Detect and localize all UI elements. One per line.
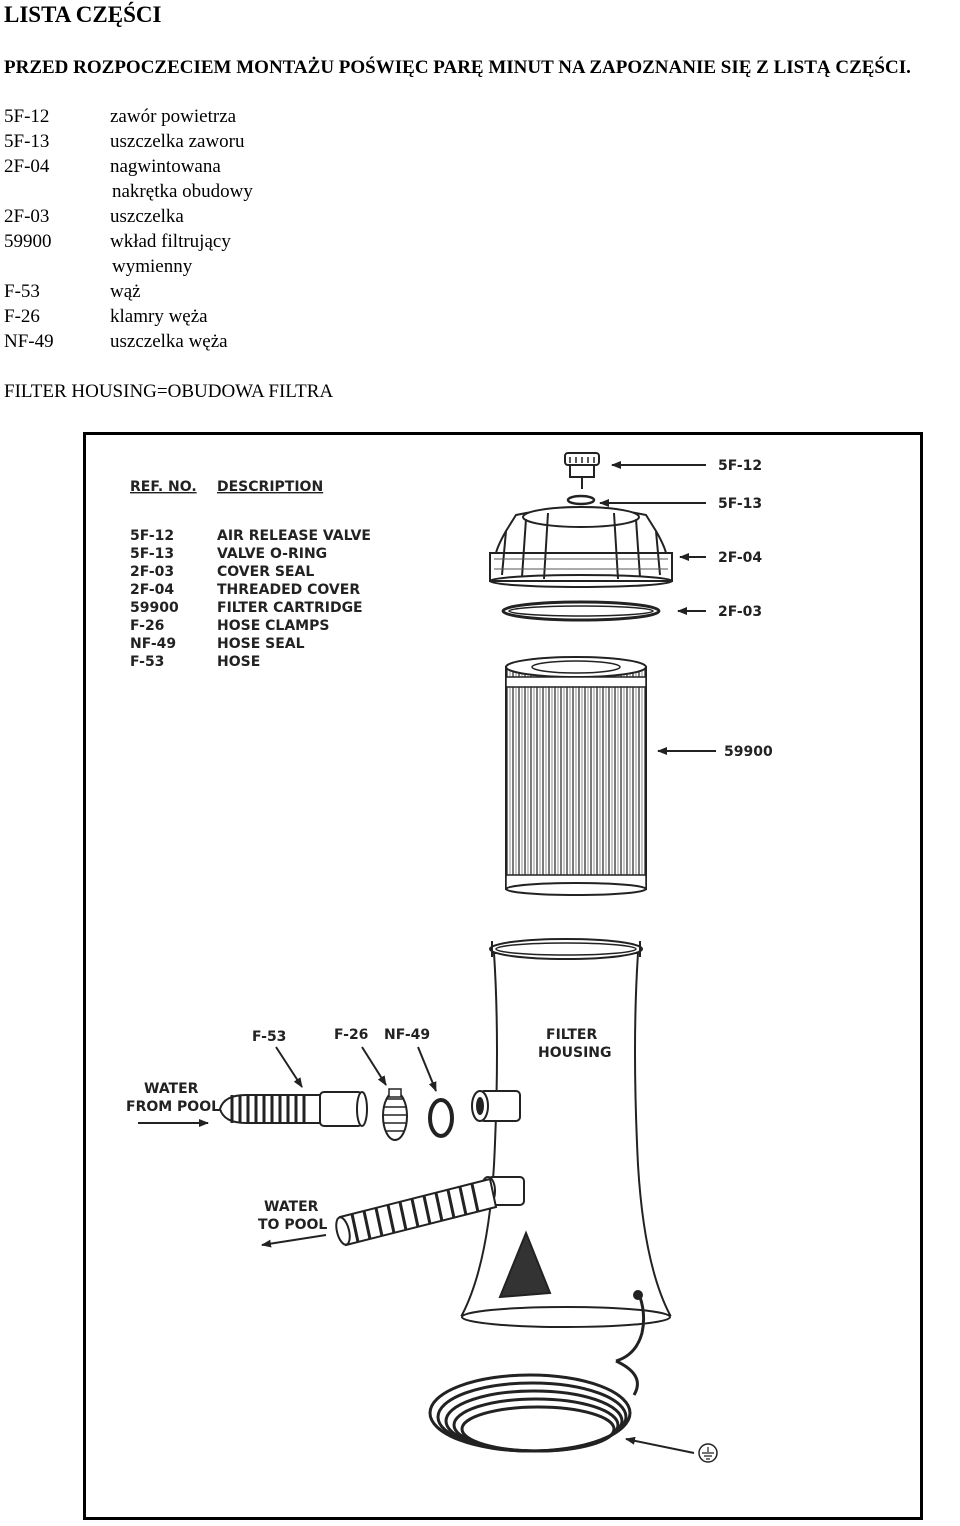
- callout-arrows: [138, 461, 716, 1454]
- table-ref: 5F-13: [130, 546, 174, 562]
- callout-label: 5F-12: [718, 458, 762, 474]
- diagram-svg: REF. NO. DESCRIPTION 5F-12 AIR RELEASE V…: [126, 452, 773, 1463]
- part-desc: uszczelka zaworu: [110, 131, 245, 152]
- water-from-label: FROM POOL: [126, 1099, 220, 1115]
- table-ref: 59900: [130, 600, 179, 616]
- filter-housing: [460, 938, 672, 1363]
- intro-text: PRZED ROZPOCZECIEM MONTAŻU POŚWIĘC PARĘ …: [4, 57, 911, 78]
- valve-oring: [566, 494, 596, 506]
- housing-note: FILTER HOUSING=OBUDOWA FILTRA: [4, 381, 334, 402]
- callout-label: 2F-03: [718, 604, 762, 620]
- power-cord-coil: [428, 1359, 639, 1453]
- filter-housing-label: FILTER: [546, 1027, 597, 1043]
- table-ref: 2F-03: [130, 564, 174, 580]
- ref-header: REF. NO.: [130, 479, 197, 495]
- part-code: F-53: [4, 281, 40, 302]
- callout-label: NF-49: [384, 1027, 430, 1043]
- part-desc: uszczelka: [110, 206, 184, 227]
- table-desc: FILTER CARTRIDGE: [217, 600, 363, 616]
- table-ref: 2F-04: [130, 582, 174, 598]
- hose-clamp: [382, 1088, 408, 1141]
- part-desc: wąż: [110, 281, 141, 302]
- part-desc: zawór powietrza: [110, 106, 237, 127]
- water-from-label: WATER: [144, 1081, 199, 1097]
- callout-label: F-26: [334, 1027, 368, 1043]
- reference-table: REF. NO. DESCRIPTION 5F-12 AIR RELEASE V…: [130, 479, 371, 670]
- table-desc: THREADED COVER: [217, 582, 360, 598]
- desc-header: DESCRIPTION: [217, 479, 323, 495]
- part-code: 5F-12: [4, 106, 50, 127]
- housing-inlet-port: [471, 1090, 521, 1122]
- table-desc: AIR RELEASE VALVE: [217, 528, 371, 544]
- page-title: LISTA CZĘŚCI: [4, 2, 162, 27]
- table-ref: NF-49: [130, 636, 176, 652]
- part-desc: nagwintowana: [110, 156, 221, 177]
- hose-seal-ring: [428, 1098, 454, 1138]
- threaded-cover: [489, 506, 673, 588]
- table-desc: HOSE CLAMPS: [217, 618, 329, 634]
- ground-symbol-icon: [698, 1443, 718, 1463]
- part-code: 59900: [4, 231, 52, 252]
- callout-label: F-53: [252, 1029, 286, 1045]
- part-code: F-26: [4, 306, 40, 327]
- table-ref: 5F-12: [130, 528, 174, 544]
- part-code: 5F-13: [4, 131, 50, 152]
- part-desc: nakrętka obudowy: [112, 181, 253, 202]
- part-desc: klamry węża: [110, 306, 208, 327]
- part-code: 2F-04: [4, 156, 50, 177]
- table-desc: COVER SEAL: [217, 564, 314, 580]
- exploded-diagram: REF. NO. DESCRIPTION 5F-12 AIR RELEASE V…: [83, 432, 923, 1520]
- outlet-hose: [335, 1177, 498, 1247]
- water-to-label: WATER: [264, 1199, 319, 1215]
- part-desc: uszczelka węża: [110, 331, 228, 352]
- water-to-label: TO POOL: [258, 1217, 327, 1233]
- callout-label: 59900: [724, 744, 773, 760]
- callout-label: 5F-13: [718, 496, 762, 512]
- air-release-valve: [564, 452, 600, 489]
- part-desc: wkład filtrujący: [110, 231, 231, 252]
- part-code: 2F-03: [4, 206, 50, 227]
- table-desc: HOSE: [217, 654, 260, 670]
- table-desc: VALVE O-RING: [217, 546, 327, 562]
- table-ref: F-53: [130, 654, 164, 670]
- callout-label: 2F-04: [718, 550, 762, 566]
- filter-cartridge: [505, 656, 647, 896]
- table-desc: HOSE SEAL: [217, 636, 305, 652]
- part-code: NF-49: [4, 331, 54, 352]
- filter-housing-label: HOUSING: [538, 1045, 612, 1061]
- inlet-hose: [218, 1091, 368, 1127]
- table-ref: F-26: [130, 618, 164, 634]
- part-desc: wymienny: [112, 256, 193, 277]
- cover-seal: [501, 600, 661, 622]
